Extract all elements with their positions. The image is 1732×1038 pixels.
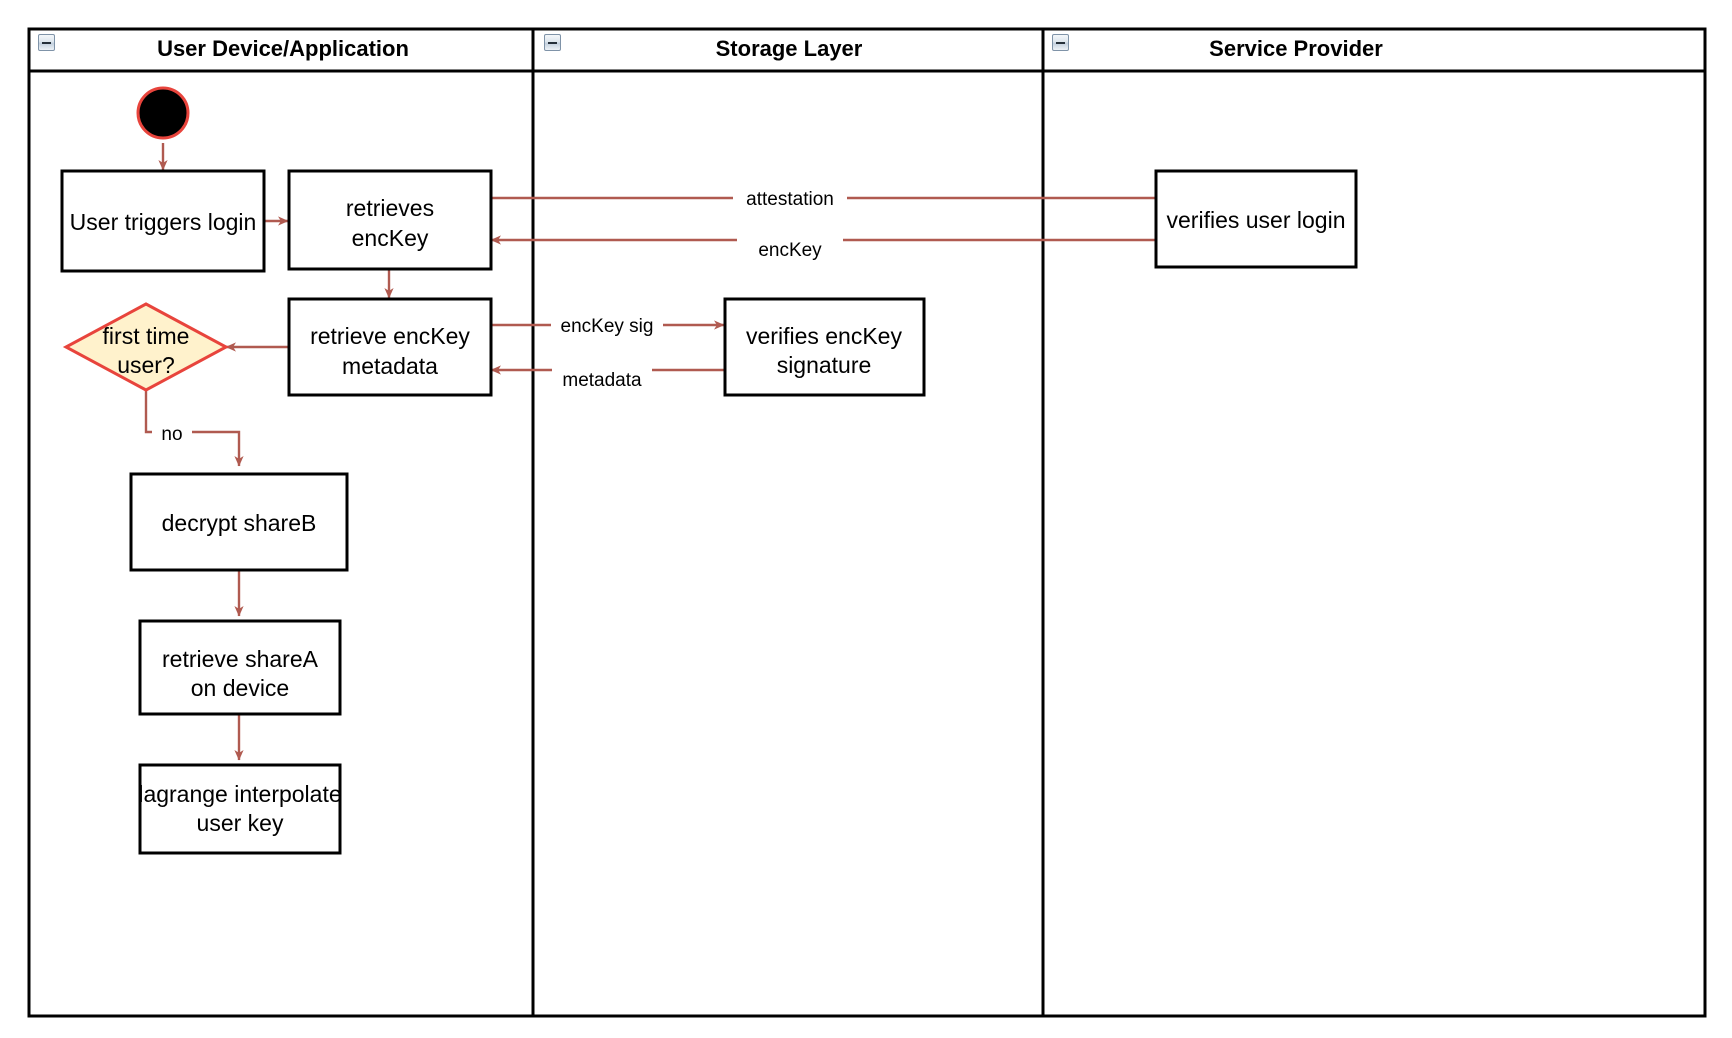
collapse-minus-icon-storage[interactable] xyxy=(544,34,561,51)
edge-enckey-return: encKey xyxy=(490,235,1277,262)
edge-decision-no-label: no xyxy=(161,424,182,445)
edge-attestation-label: attestation xyxy=(746,189,834,210)
node-retrieve-sharea-label-line1: retrieve shareA xyxy=(162,646,319,672)
edge-enckey-sig-label: encKey sig xyxy=(561,316,654,337)
edge-attestation: attestation xyxy=(491,186,1278,210)
node-retrieves-enckey-label-line1: retrieves xyxy=(346,195,434,221)
node-lagrange-interpolate-user-key[interactable]: lagrange interpolate user key xyxy=(138,763,342,855)
node-retrieve-sharea-on-device[interactable]: retrieve shareA on device xyxy=(138,619,342,716)
lane-header-service-provider-label: Service Provider xyxy=(1209,36,1383,61)
node-first-time-user-label-line1: first time xyxy=(103,323,190,349)
edge-metadata-return: metadata xyxy=(490,365,724,392)
node-user-triggers-login-label: User triggers login xyxy=(70,209,257,235)
collapse-minus-icon-user-device[interactable] xyxy=(38,34,55,51)
lane-header-storage-label: Storage Layer xyxy=(716,36,863,61)
node-verifies-enckey-signature[interactable]: verifies encKey signature xyxy=(723,297,926,397)
node-decrypt-shareb-label: decrypt shareB xyxy=(162,510,317,536)
node-retrieves-enckey[interactable]: retrieves encKey xyxy=(287,169,493,271)
node-verifies-enckey-signature-label-line1: verifies encKey xyxy=(746,323,902,349)
lane-header-user-device-label: User Device/Application xyxy=(157,36,409,61)
node-user-triggers-login[interactable]: User triggers login xyxy=(60,169,266,273)
edge-metadata-return-label: metadata xyxy=(562,370,642,391)
node-retrieve-enckey-metadata[interactable]: retrieve encKey metadata xyxy=(287,297,493,397)
node-retrieve-sharea-label-line2: on device xyxy=(191,675,289,701)
node-verifies-user-login[interactable]: verifies user login xyxy=(1154,169,1358,269)
node-verifies-user-login-label: verifies user login xyxy=(1167,207,1346,233)
node-retrieves-enckey-label-line2: encKey xyxy=(352,225,429,251)
node-lagrange-label-line2: user key xyxy=(197,810,284,836)
node-first-time-user-decision[interactable]: first time user? xyxy=(62,302,230,392)
node-verifies-enckey-signature-label-line2: signature xyxy=(777,352,872,378)
edge-enckey-return-label: encKey xyxy=(758,240,822,261)
node-lagrange-label-line1: lagrange interpolate xyxy=(138,781,341,807)
node-retrieve-enckey-metadata-label-line1: retrieve encKey xyxy=(310,323,470,349)
edge-decision-no: no xyxy=(144,389,244,467)
collapse-minus-icon-service-provider[interactable] xyxy=(1052,34,1069,51)
node-retrieve-enckey-metadata-label-line2: metadata xyxy=(342,353,438,379)
node-first-time-user-label-line2: user? xyxy=(117,352,175,378)
edge-enckey-sig: encKey sig xyxy=(491,313,725,337)
start-node[interactable] xyxy=(136,86,190,140)
node-decrypt-shareb[interactable]: decrypt shareB xyxy=(129,472,349,572)
